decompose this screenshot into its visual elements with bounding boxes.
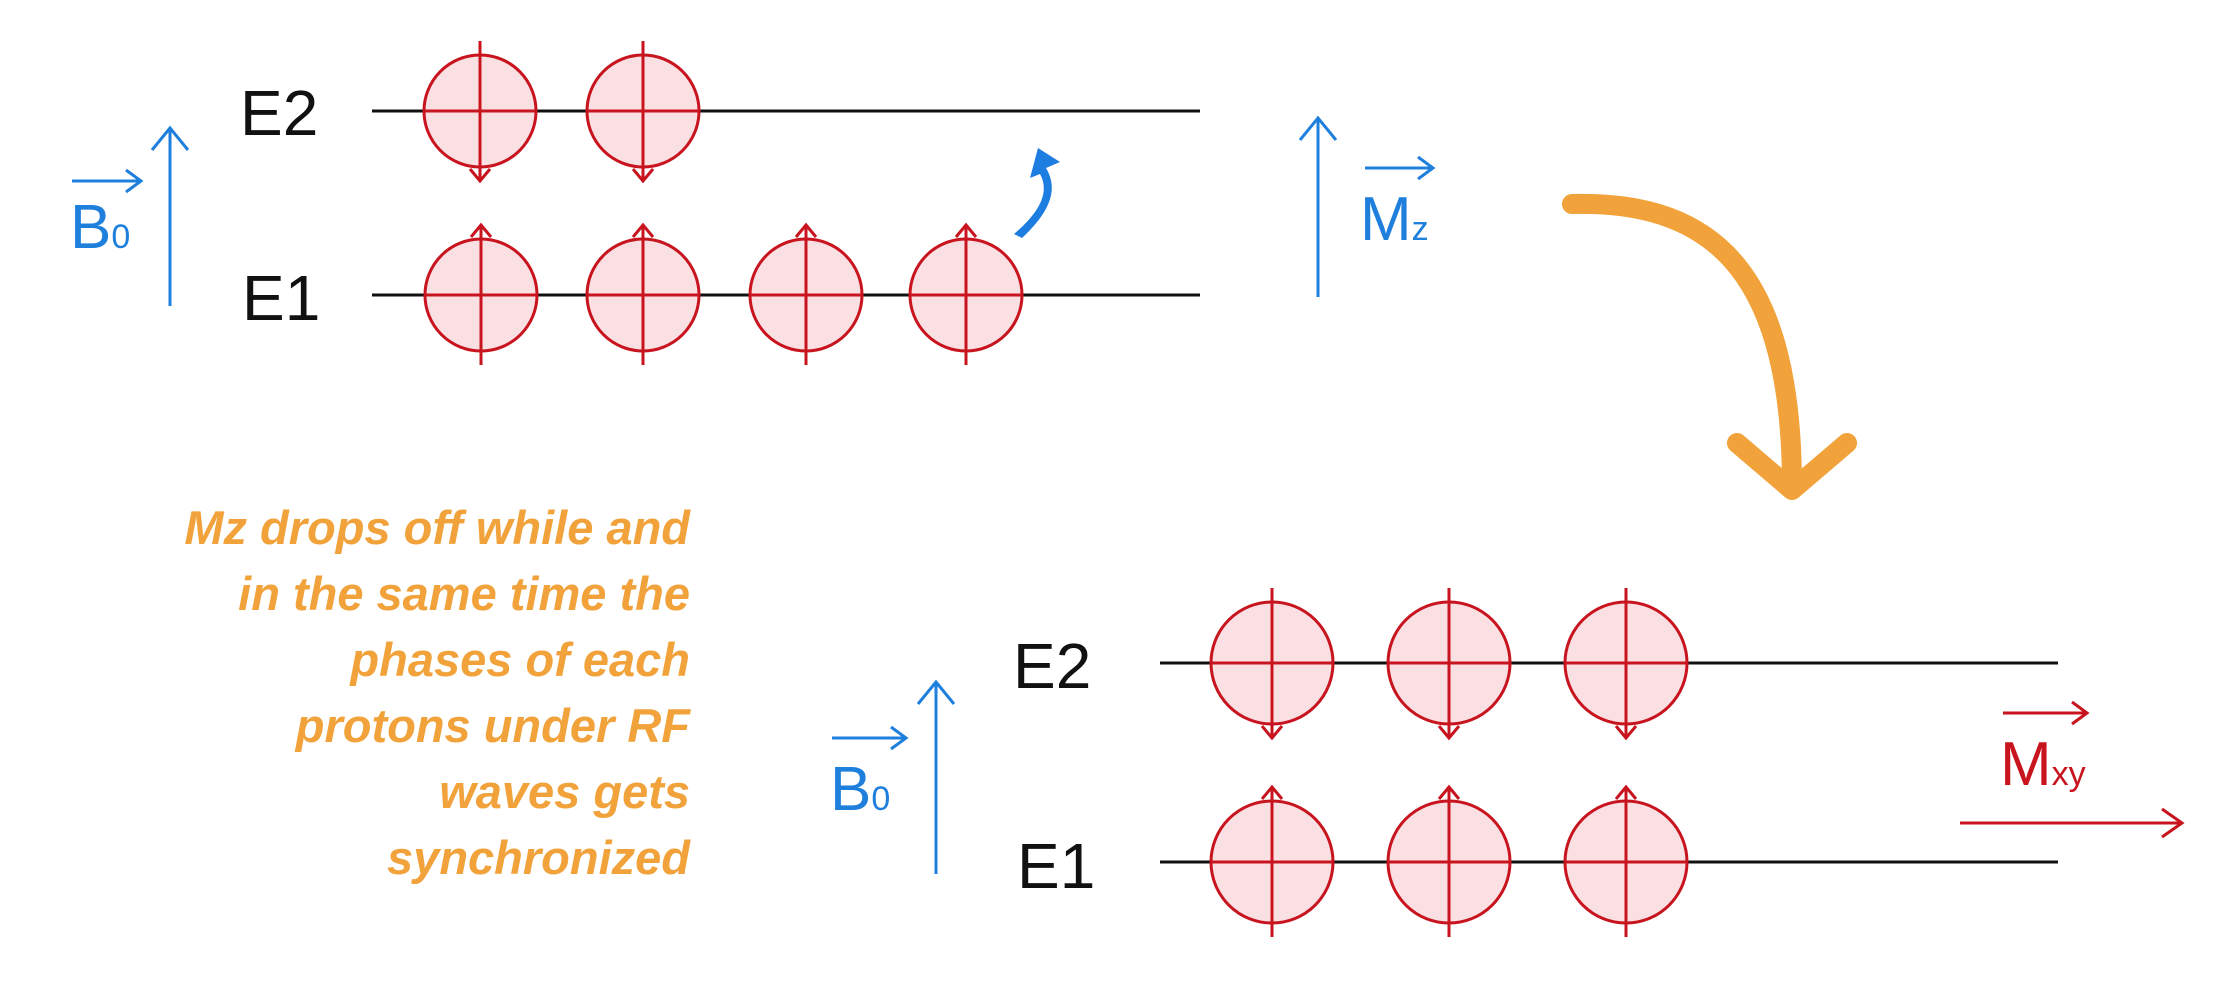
proton-spin-up-icon	[748, 222, 864, 365]
proton-spin-up-icon	[423, 222, 539, 365]
proton-spin-down-icon	[585, 41, 701, 184]
top-protons	[422, 41, 1024, 365]
top-mz-label: Mz	[1360, 185, 1429, 254]
caption-line: synchronized	[387, 831, 690, 884]
top-e1-label: E1	[242, 262, 320, 334]
bottom-panel: B0 E2 E1 Mxy	[830, 588, 2185, 937]
top-panel: B0 E2 E1 Mz	[70, 41, 1436, 365]
caption-line: in the same time the	[238, 567, 690, 620]
caption-line: protons under RF	[295, 699, 690, 752]
proton-spin-up-icon	[1209, 784, 1335, 937]
bottom-b0-label: B0	[830, 755, 890, 824]
proton-spin-up-icon	[908, 222, 1024, 365]
bottom-mxy-label: Mxy	[2000, 730, 2086, 799]
proton-spin-down-icon	[1386, 588, 1512, 741]
proton-spin-up-icon	[585, 222, 701, 365]
transition-arrow-icon	[1014, 148, 1060, 238]
bottom-e1-label: E1	[1017, 830, 1095, 902]
top-b0-vector: B0	[70, 125, 190, 306]
proton-spin-up-icon	[1386, 784, 1512, 937]
caption-line: Mz drops off while and	[184, 501, 690, 554]
bottom-b0-vector: B0	[830, 679, 956, 874]
top-mz-vector: Mz	[1298, 115, 1436, 297]
caption-line: waves gets	[439, 765, 690, 818]
top-b0-label: B0	[70, 193, 130, 262]
caption: Mz drops off while and in the same time …	[60, 495, 690, 891]
bottom-protons	[1209, 588, 1689, 937]
bottom-mxy-vector: Mxy	[1960, 700, 2185, 839]
proton-spin-down-icon	[1563, 588, 1689, 741]
bottom-e2-label: E2	[1013, 630, 1091, 702]
caption-line: phases of each	[350, 633, 690, 686]
proton-spin-down-icon	[422, 41, 538, 184]
process-arrow-icon	[1562, 193, 1857, 500]
proton-spin-down-icon	[1209, 588, 1335, 741]
top-e2-label: E2	[240, 77, 318, 149]
proton-spin-up-icon	[1563, 784, 1689, 937]
